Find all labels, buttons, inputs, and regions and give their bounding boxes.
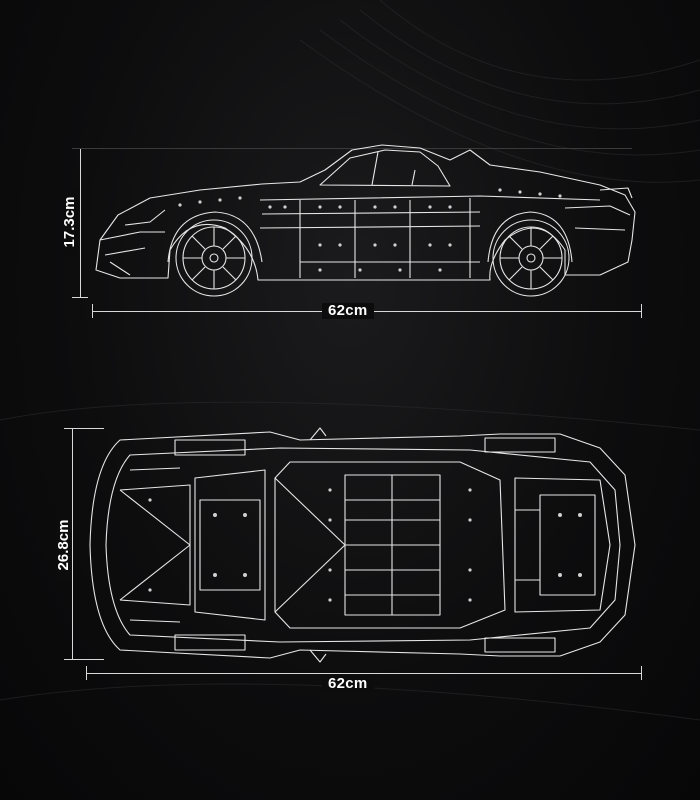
top-width-dimension-line: [72, 428, 73, 660]
top-length-tick-left: [86, 666, 87, 680]
top-length-label: 62cm: [322, 676, 374, 692]
side-height-tick-bottom: [72, 297, 88, 298]
top-width-tick-bottom: [64, 659, 104, 660]
top-width-tick-top: [64, 428, 104, 429]
side-height-tick-top: [72, 148, 632, 149]
side-length-label: 62cm: [322, 303, 374, 319]
top-length-dimension-line: [86, 673, 642, 674]
top-length-tick-right: [641, 666, 642, 680]
side-length-tick-left: [92, 304, 93, 318]
side-length-tick-right: [641, 304, 642, 318]
side-height-dimension-line: [80, 148, 81, 298]
